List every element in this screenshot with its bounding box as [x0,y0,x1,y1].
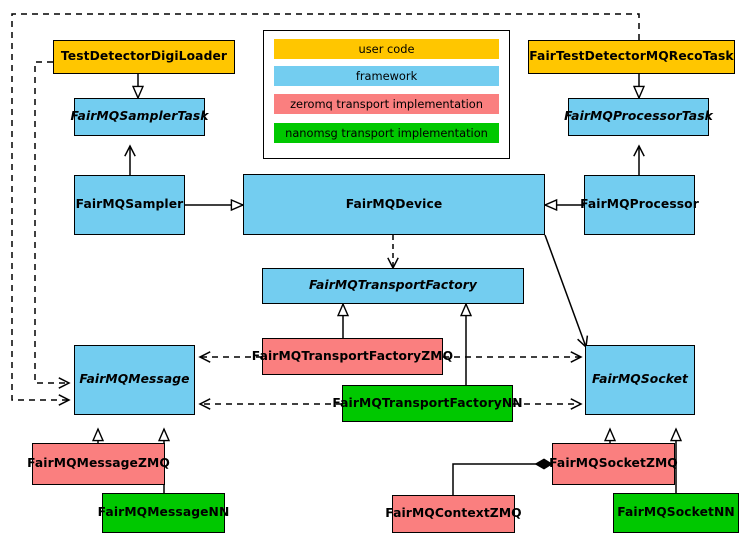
legend-item-user-code: user code [274,39,499,59]
node-fairmqprocessor[interactable]: FairMQProcessor [580,175,699,235]
legend-item-nanomsg: nanomsg transport implementation [274,123,499,143]
node-label: FairTestDetectorMQRecoTask [529,49,734,64]
node-fairmqsocketnn[interactable]: FairMQSocketNN [613,493,739,533]
node-fairmqtransportfactoryzmq[interactable]: FairMQTransportFactoryZMQ [252,338,453,375]
edge-device-socket [544,234,589,349]
node-label: FairMQSamplerTask [70,109,209,124]
node-label: FairMQTransportFactory [308,278,478,293]
node-fairmqsocketzmq[interactable]: FairMQSocketZMQ [549,443,678,485]
node-label: FairMQDevice [345,196,443,211]
node-label: FairMQProcessorTask [564,109,713,124]
node-fairmqtransportfactorynn[interactable]: FairMQTransportFactoryNN [332,385,523,422]
node-testdetectordigiloader[interactable]: TestDetectorDigiLoader [53,40,235,74]
node-label: FairMQSocket [591,372,688,387]
node-fairmqsamplertask[interactable]: FairMQSamplerTask [70,98,208,136]
node-fairmqtransportfactory[interactable]: FairMQTransportFactory [262,268,524,304]
node-label: FairMQMessageZMQ [27,456,170,471]
legend-label: zeromq transport implementation [290,97,483,111]
legend-item-framework: framework [274,66,499,86]
node-fairmqmessagezmq[interactable]: FairMQMessageZMQ [27,443,170,485]
edge-recotask-message [11,13,640,406]
edge-socketzmq-contextzmq [452,458,553,495]
node-fairmqmessagenn[interactable]: FairMQMessageNN [98,493,229,533]
node-label: FairMQSampler [75,197,184,212]
edge-digiloader-message [34,61,71,389]
node-fairmqcontextzmq[interactable]: FairMQContextZMQ [385,495,522,533]
legend-label: user code [358,42,415,56]
node-label: FairMQSocketZMQ [549,456,678,471]
node-label: FairMQProcessor [580,197,699,212]
node-fairtestdetectormqrecotask[interactable]: FairTestDetectorMQRecoTask [528,40,735,74]
node-fairmqsampler[interactable]: FairMQSampler [74,175,185,235]
node-fairmqsocket[interactable]: FairMQSocket [585,345,695,415]
node-label: FairMQSocketNN [617,505,735,520]
node-fairmqprocessortask[interactable]: FairMQProcessorTask [564,98,713,136]
node-label: FairMQContextZMQ [385,506,522,521]
legend: user code framework zeromq transport imp… [263,30,510,159]
legend-item-zeromq: zeromq transport implementation [274,94,499,114]
node-label: FairMQMessageNN [97,505,230,520]
legend-label: nanomsg transport implementation [285,126,488,140]
node-label: FairMQMessage [79,372,190,387]
node-label: FairMQTransportFactoryZMQ [251,348,454,363]
legend-label: framework [355,69,418,83]
node-fairmqdevice[interactable]: FairMQDevice [243,174,545,235]
node-fairmqmessage[interactable]: FairMQMessage [74,345,195,415]
node-label: FairMQTransportFactoryNN [332,395,523,410]
node-label: TestDetectorDigiLoader [60,49,228,64]
